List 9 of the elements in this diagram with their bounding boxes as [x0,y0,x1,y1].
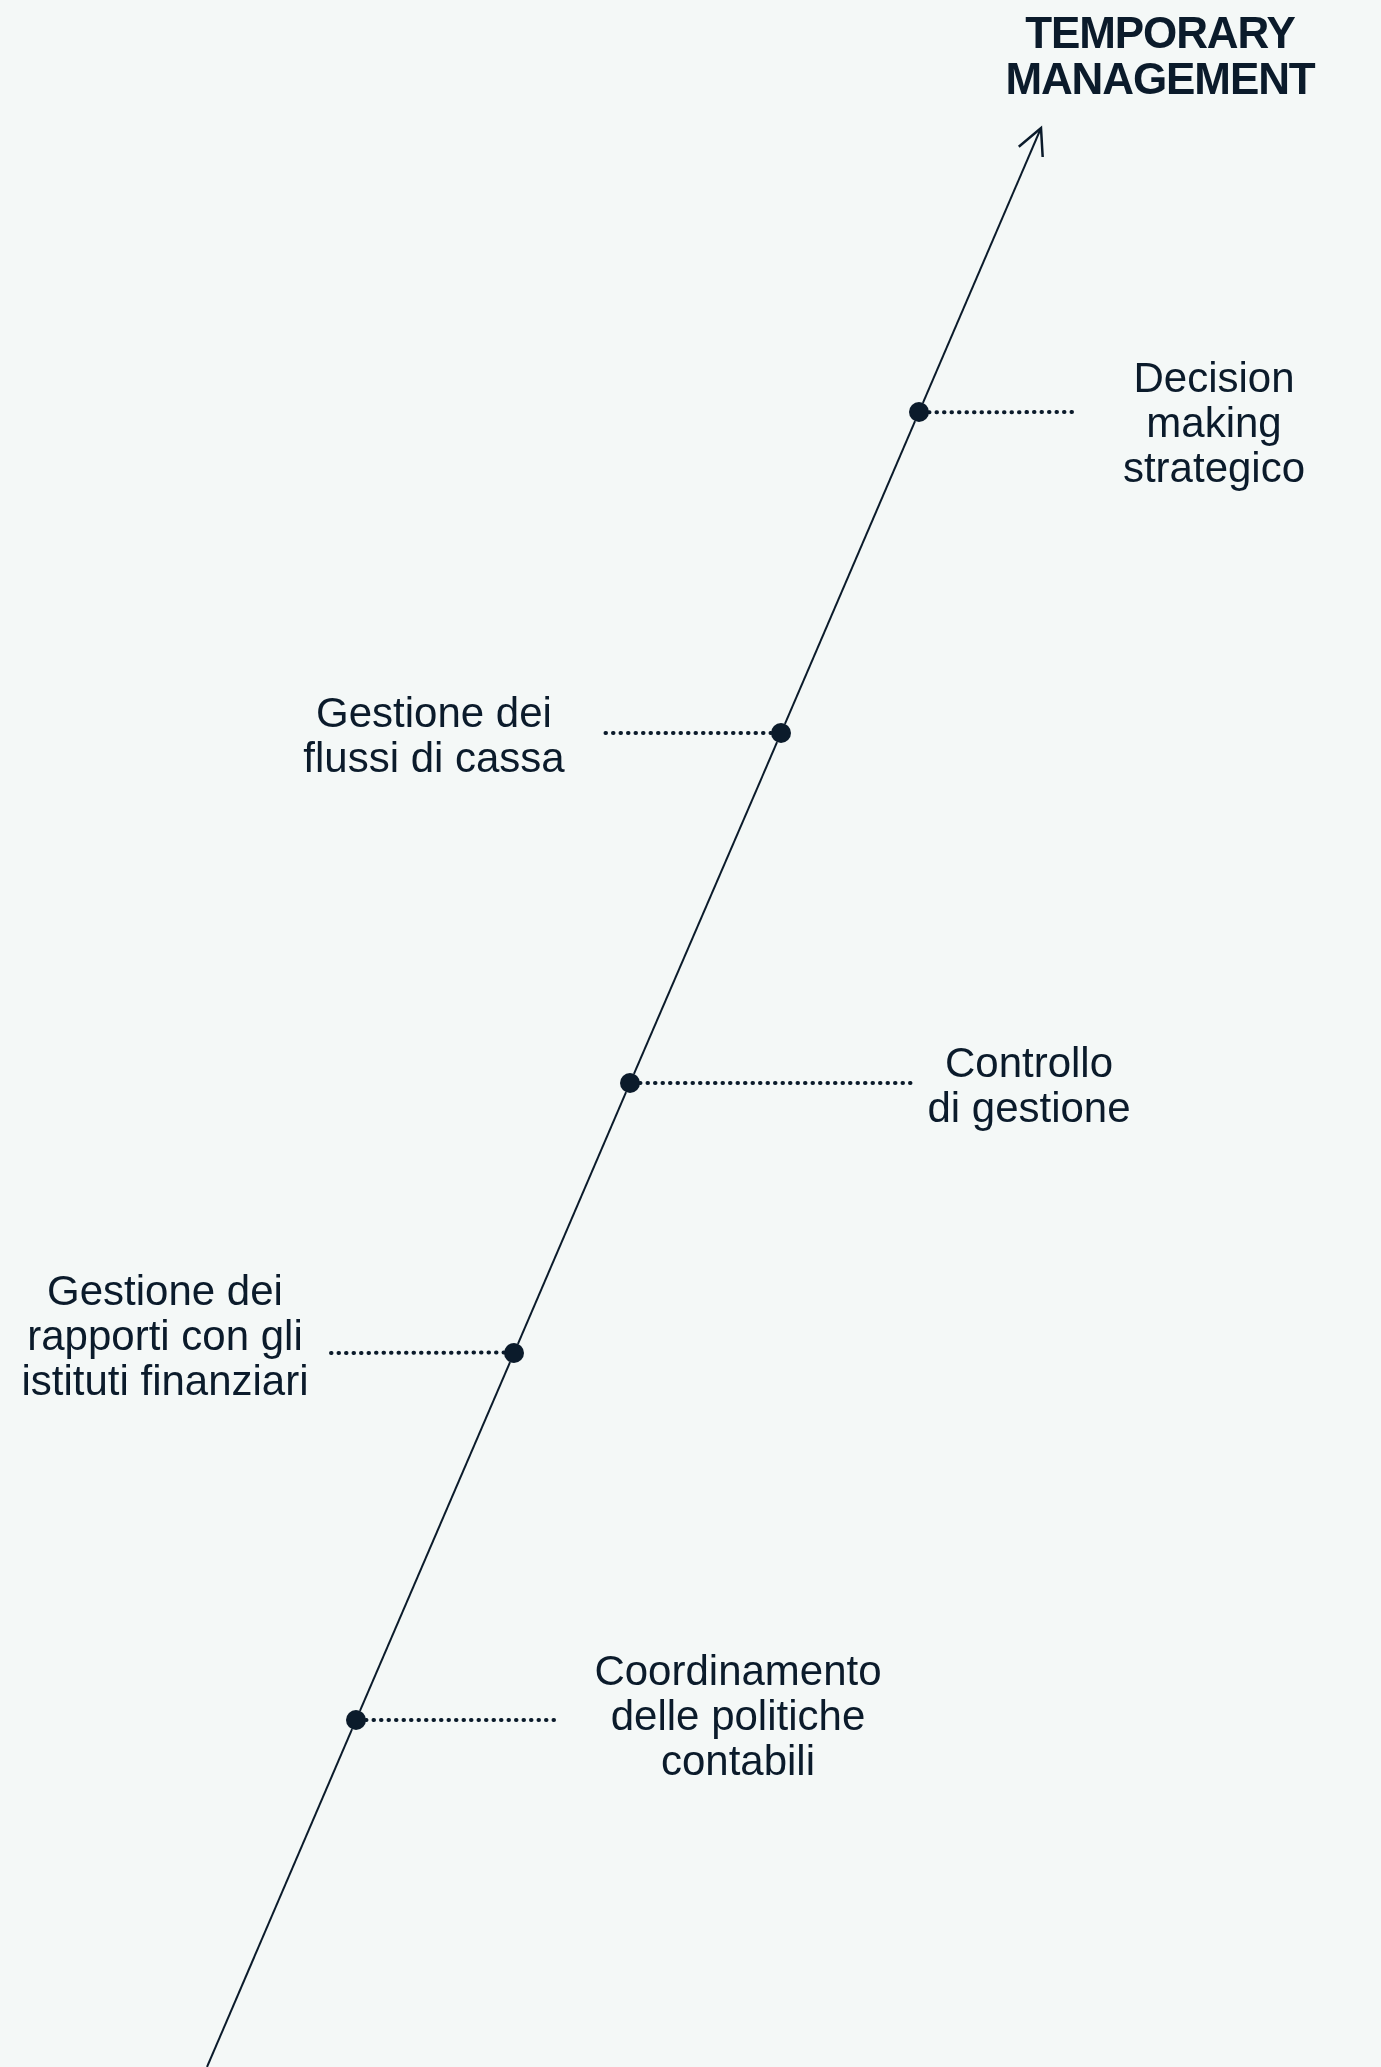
title: TEMPORARY MANAGEMENT [950,10,1370,102]
leader-line [638,1081,915,1086]
milestone-label: Decision making strategico [1089,355,1339,490]
milestone-label: Controllo di gestione [924,1040,1134,1130]
milestone-label: Gestione dei flussi di cassa [279,690,589,780]
milestone-label: Coordinamento delle politiche contabili [568,1648,908,1783]
leader-line [364,1717,558,1722]
milestone-label: Gestione dei rapporti con gli istituti finanziari [15,1268,315,1403]
timeline-arrow [921,126,1044,404]
